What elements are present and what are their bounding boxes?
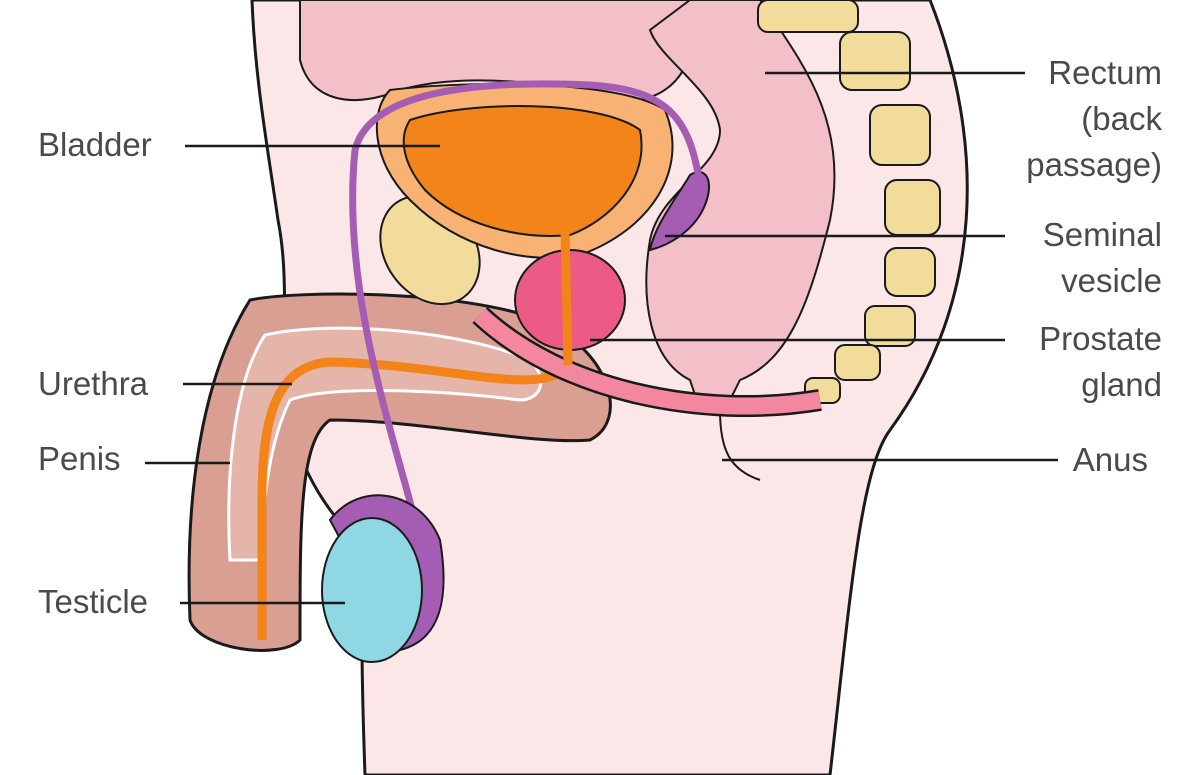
rectum	[645, 0, 836, 411]
leader-lines	[145, 71, 1058, 605]
label-rectum-note-2: passage)	[1026, 146, 1162, 183]
label-testicle: Testicle	[38, 583, 149, 620]
vas-deferens	[349, 80, 704, 561]
urethra-tube-fill	[474, 308, 822, 415]
label-seminal-vesicle: Seminal vesicle	[962, 212, 1162, 304]
bladder	[402, 105, 643, 237]
urethra-internal	[560, 229, 573, 366]
label-seminal-1: Seminal	[1042, 216, 1162, 253]
urethra	[257, 357, 568, 640]
spine	[757, 0, 941, 404]
label-rectum-title: Rectum	[1048, 54, 1162, 91]
seminal-vesicle	[648, 170, 710, 252]
label-urethra: Urethra	[38, 365, 149, 402]
testicle	[321, 517, 423, 663]
label-seminal-2: vesicle	[1061, 262, 1162, 299]
label-rectum: Rectum (back passage)	[962, 50, 1162, 188]
label-prostate-1: Prostate	[1039, 320, 1162, 357]
label-penis: Penis	[38, 440, 121, 477]
label-rectum-note-1: (back	[1081, 100, 1162, 137]
penis-inner	[227, 326, 543, 562]
label-bladder: Bladder	[38, 126, 152, 163]
perineum	[719, 409, 761, 481]
label-anus: Anus	[1072, 441, 1148, 478]
label-prostate-gland: Prostate gland	[962, 316, 1162, 408]
label-prostate-2: gland	[1081, 366, 1162, 403]
